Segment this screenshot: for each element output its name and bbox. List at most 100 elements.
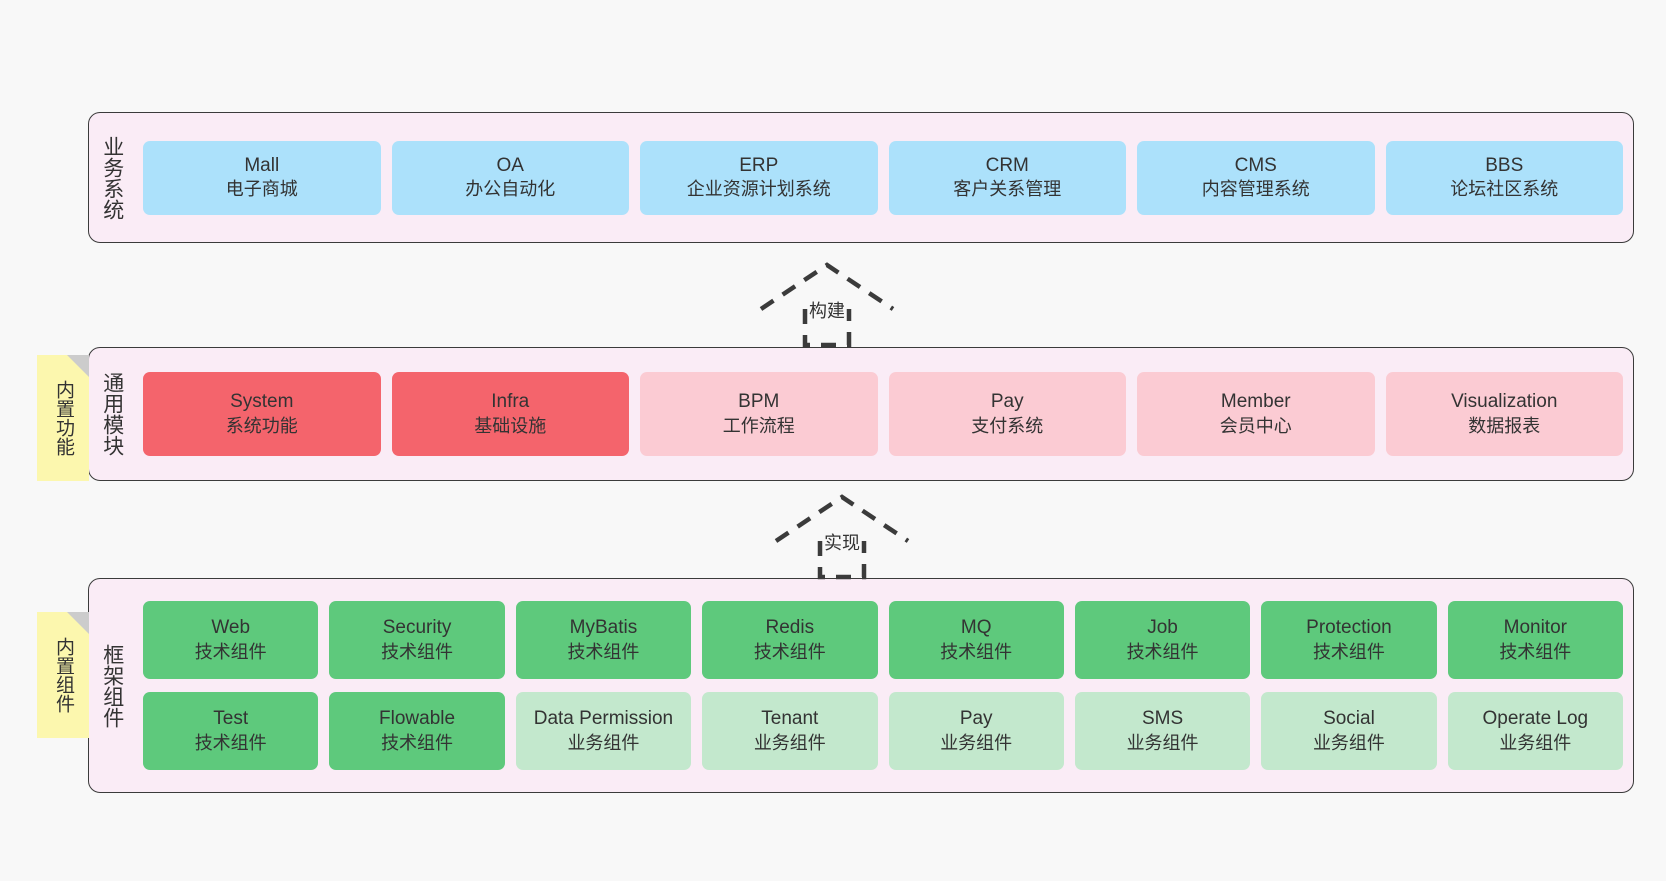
framework-module-grid: Web 技术组件 Security 技术组件 MyBatis 技术组件 Redi… bbox=[135, 579, 1633, 792]
module-title-en: CRM bbox=[985, 154, 1029, 176]
module-box-cms[interactable]: CMS 内容管理系统 bbox=[1137, 140, 1375, 215]
module-title-en: MyBatis bbox=[569, 617, 638, 639]
module-title-en: Security bbox=[382, 617, 452, 639]
module-box-redis[interactable]: Redis 技术组件 bbox=[702, 601, 878, 679]
module-box-mq[interactable]: MQ 技术组件 bbox=[888, 601, 1064, 679]
module-title-en: Monitor bbox=[1503, 617, 1567, 639]
module-title-cn: 办公自动化 bbox=[465, 179, 556, 200]
module-box-web[interactable]: Web 技术组件 bbox=[143, 601, 319, 679]
module-title-cn: 技术组件 bbox=[1126, 641, 1199, 662]
module-title-cn: 技术组件 bbox=[194, 732, 267, 753]
module-box-visualization[interactable]: Visualization 数据报表 bbox=[1385, 372, 1623, 456]
layer-common-module: 通用模块 System 系统功能 Infra 基础设施 BPM 工作流程 Pay… bbox=[88, 347, 1634, 481]
module-box-bbs[interactable]: BBS 论坛社区系统 bbox=[1385, 140, 1623, 215]
module-title-cn: 业务组件 bbox=[753, 732, 826, 753]
module-box-member[interactable]: Member 会员中心 bbox=[1137, 372, 1375, 456]
module-title-cn: 技术组件 bbox=[194, 641, 267, 662]
module-title-cn: 技术组件 bbox=[753, 641, 826, 662]
sticky-note-builtin-components: 内置组件 bbox=[37, 612, 89, 738]
module-title-cn: 技术组件 bbox=[567, 641, 640, 662]
module-title-en: Tenant bbox=[761, 708, 819, 730]
module-box-pay-biz[interactable]: Pay 业务组件 bbox=[888, 692, 1064, 770]
module-title-en: Mall bbox=[244, 154, 280, 176]
module-title-en: Job bbox=[1147, 617, 1178, 639]
common-module-list: System 系统功能 Infra 基础设施 BPM 工作流程 Pay 支付系统… bbox=[135, 348, 1633, 480]
framework-biz-row: Test 技术组件 Flowable 技术组件 Data Permission … bbox=[143, 692, 1623, 770]
module-title-en: Visualization bbox=[1451, 391, 1558, 413]
module-title-cn: 业务组件 bbox=[567, 732, 640, 753]
layer-title-framework-component: 框架组件 bbox=[100, 643, 124, 728]
module-box-erp[interactable]: ERP 企业资源计划系统 bbox=[640, 140, 878, 215]
module-box-sms[interactable]: SMS 业务组件 bbox=[1074, 692, 1251, 770]
arrow-implement-shape bbox=[774, 494, 910, 580]
sticky-note-builtin-features: 内置功能 bbox=[37, 355, 89, 481]
module-title-en: ERP bbox=[739, 154, 779, 176]
module-title-en: Pay bbox=[959, 708, 993, 730]
module-box-mybatis[interactable]: MyBatis 技术组件 bbox=[515, 601, 692, 679]
module-box-flowable[interactable]: Flowable 技术组件 bbox=[329, 692, 505, 770]
module-box-tenant[interactable]: Tenant 业务组件 bbox=[702, 692, 878, 770]
sticky-fold-corner bbox=[67, 612, 89, 634]
module-box-test[interactable]: Test 技术组件 bbox=[143, 692, 319, 770]
arrow-build-shape bbox=[759, 262, 895, 348]
module-title-cn: 客户关系管理 bbox=[953, 179, 1062, 200]
module-title-en: Infra bbox=[491, 391, 530, 413]
layer-framework-component: 框架组件 Web 技术组件 Security 技术组件 MyBatis 技术组件… bbox=[88, 578, 1634, 793]
module-title-en: Redis bbox=[765, 617, 815, 639]
arrow-implement: 实现 bbox=[772, 493, 912, 580]
module-title-cn: 支付系统 bbox=[971, 415, 1044, 436]
module-box-infra[interactable]: Infra 基础设施 bbox=[391, 372, 629, 456]
module-title-en: Data Permission bbox=[533, 708, 674, 730]
module-title-cn: 企业资源计划系统 bbox=[686, 179, 831, 200]
module-box-protection[interactable]: Protection 技术组件 bbox=[1261, 601, 1437, 679]
arrow-implement-label: 实现 bbox=[824, 533, 860, 553]
module-title-cn: 数据报表 bbox=[1468, 415, 1541, 436]
module-title-cn: 技术组件 bbox=[381, 732, 454, 753]
framework-tech-row: Web 技术组件 Security 技术组件 MyBatis 技术组件 Redi… bbox=[143, 601, 1623, 679]
module-box-monitor[interactable]: Monitor 技术组件 bbox=[1447, 601, 1623, 679]
module-title-en: Member bbox=[1220, 391, 1291, 413]
business-module-list: Mall 电子商城 OA 办公自动化 ERP 企业资源计划系统 CRM 客户关系… bbox=[135, 113, 1633, 242]
sticky-fold-corner bbox=[67, 355, 89, 377]
module-box-social[interactable]: Social 业务组件 bbox=[1261, 692, 1437, 770]
module-title-cn: 技术组件 bbox=[1499, 641, 1572, 662]
module-title-en: MQ bbox=[960, 617, 992, 639]
module-title-cn: 技术组件 bbox=[1312, 641, 1385, 662]
module-title-cn: 技术组件 bbox=[381, 641, 454, 662]
module-box-mall[interactable]: Mall 电子商城 bbox=[143, 140, 381, 215]
module-title-en: BPM bbox=[738, 391, 780, 413]
module-title-en: CMS bbox=[1234, 154, 1277, 176]
layer-title-business-system: 业务系统 bbox=[100, 135, 124, 220]
module-box-bpm[interactable]: BPM 工作流程 bbox=[640, 372, 878, 456]
module-box-system[interactable]: System 系统功能 bbox=[143, 372, 381, 456]
module-title-cn: 内容管理系统 bbox=[1201, 179, 1310, 200]
module-title-en: Test bbox=[213, 708, 249, 730]
module-title-en: Pay bbox=[990, 391, 1024, 413]
module-title-cn: 基础设施 bbox=[474, 415, 547, 436]
module-box-job[interactable]: Job 技术组件 bbox=[1074, 601, 1251, 679]
module-title-en: BBS bbox=[1485, 154, 1524, 176]
module-title-cn: 工作流程 bbox=[722, 415, 795, 436]
module-box-operate-log[interactable]: Operate Log 业务组件 bbox=[1447, 692, 1623, 770]
module-title-en: OA bbox=[496, 154, 524, 176]
module-title-en: Protection bbox=[1306, 617, 1392, 639]
module-box-data-permission[interactable]: Data Permission 业务组件 bbox=[515, 692, 692, 770]
module-title-en: Social bbox=[1323, 708, 1375, 730]
module-title-cn: 业务组件 bbox=[1126, 732, 1199, 753]
module-box-crm[interactable]: CRM 客户关系管理 bbox=[888, 140, 1126, 215]
module-title-en: Operate Log bbox=[1482, 708, 1589, 730]
module-title-cn: 论坛社区系统 bbox=[1450, 179, 1559, 200]
sticky-note-label: 内置功能 bbox=[53, 380, 75, 456]
module-box-pay[interactable]: Pay 支付系统 bbox=[888, 372, 1126, 456]
module-box-security[interactable]: Security 技术组件 bbox=[329, 601, 505, 679]
arrow-build-label: 构建 bbox=[809, 301, 845, 321]
module-title-cn: 业务组件 bbox=[1499, 732, 1572, 753]
arrow-build: 构建 bbox=[757, 261, 897, 348]
layer-business-system: 业务系统 Mall 电子商城 OA 办公自动化 ERP 企业资源计划系统 CRM… bbox=[88, 112, 1634, 243]
layer-title-common-module: 通用模块 bbox=[100, 372, 124, 456]
module-title-en: SMS bbox=[1141, 708, 1184, 730]
module-title-en: Web bbox=[211, 617, 251, 639]
module-box-oa[interactable]: OA 办公自动化 bbox=[391, 140, 629, 215]
module-title-en: System bbox=[230, 391, 294, 413]
